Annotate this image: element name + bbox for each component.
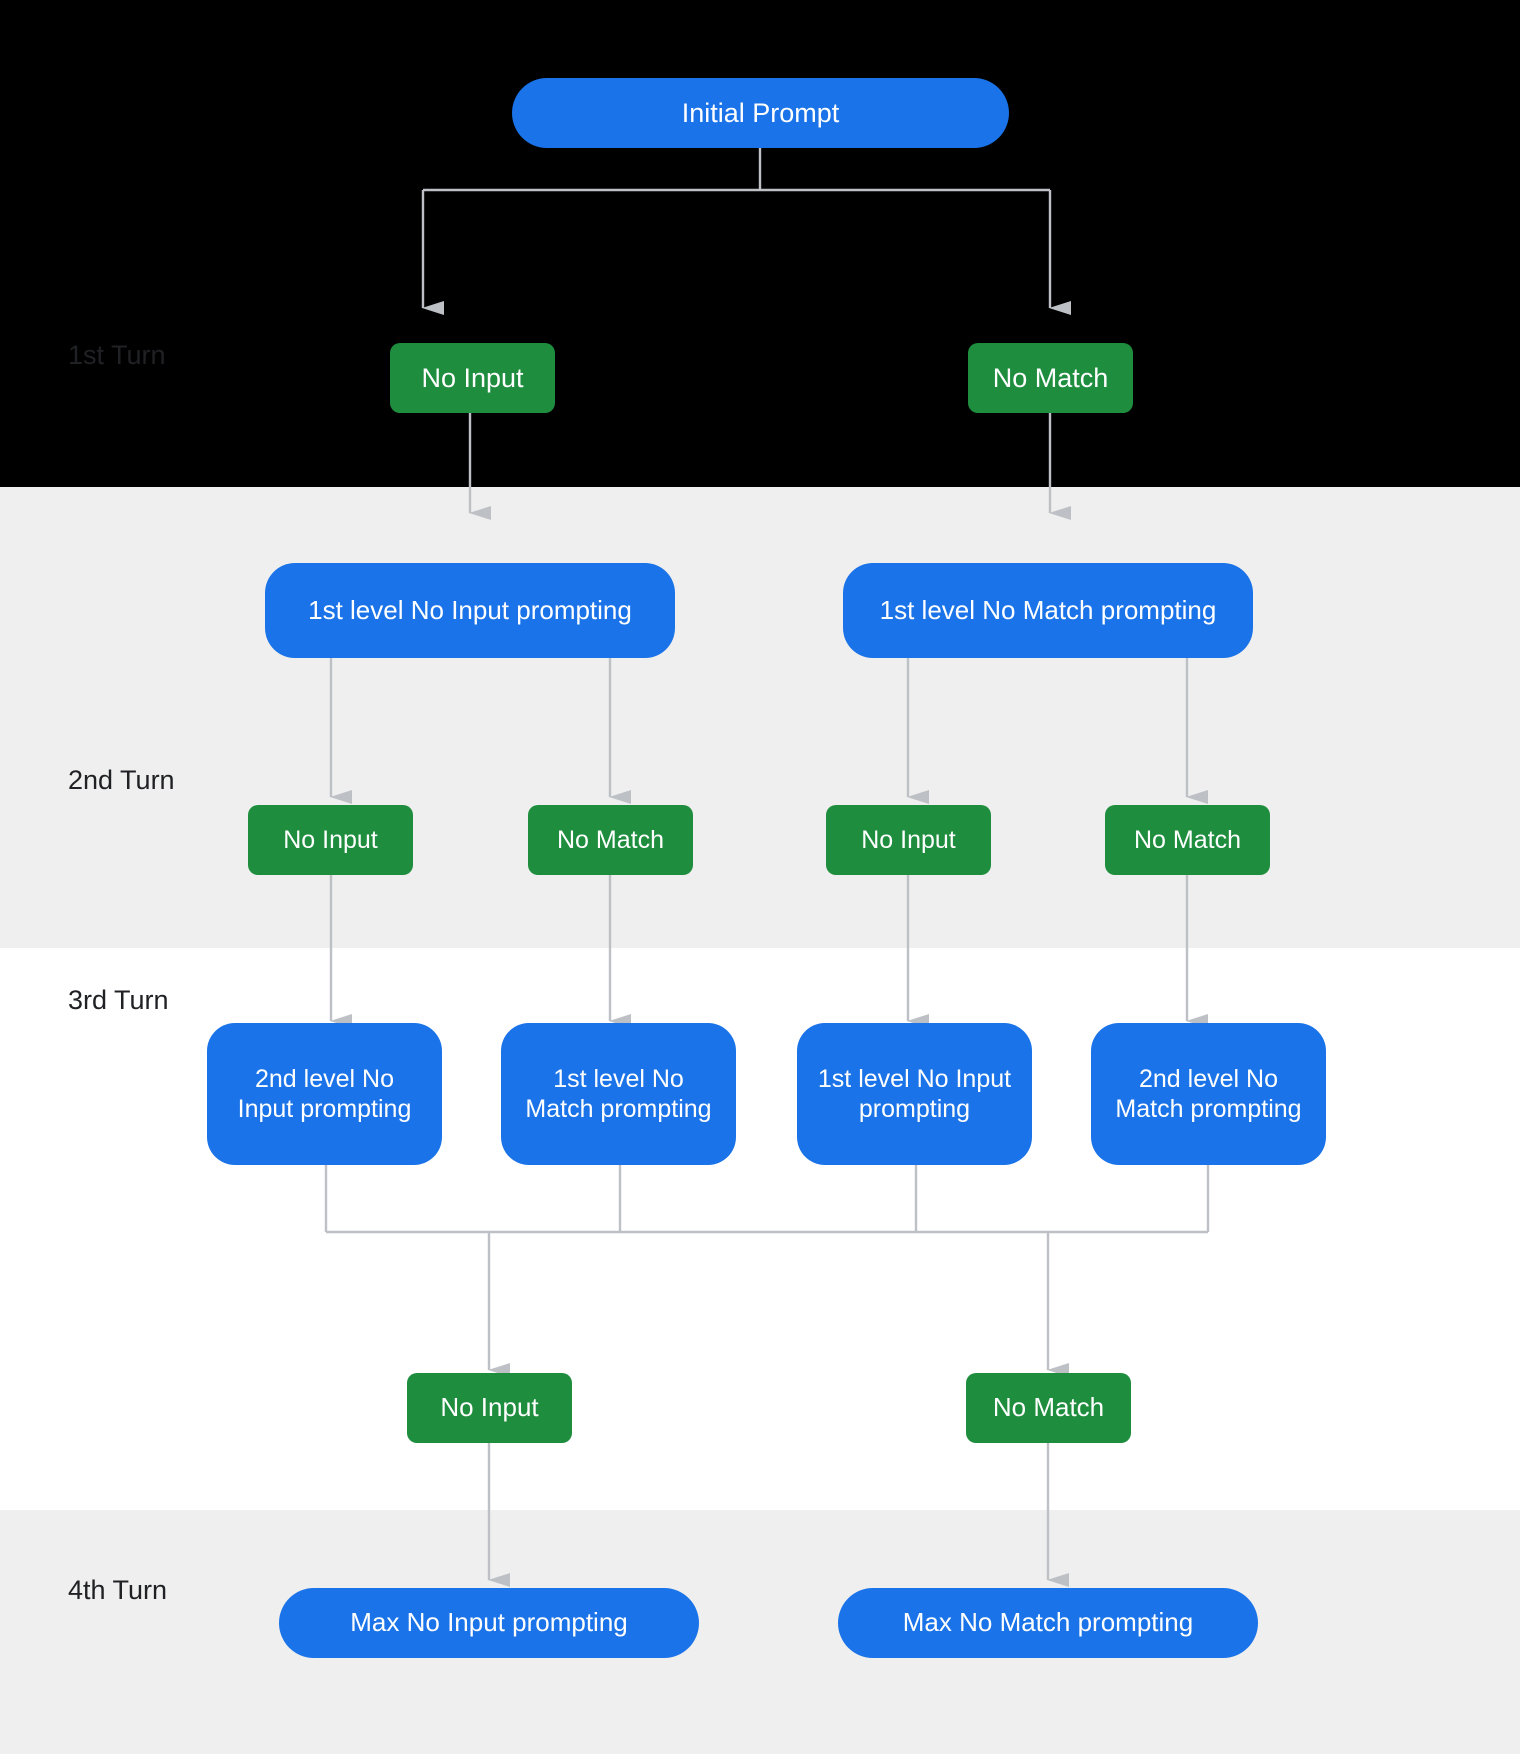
turn-label-4th: 4th Turn bbox=[68, 1575, 168, 1605]
node-1st-turn-no-input[interactable]: No Input bbox=[390, 343, 555, 413]
node-2nd-turn-no-input-b[interactable]: No Input bbox=[826, 805, 991, 875]
turn-label-1st: 1st Turn bbox=[68, 340, 166, 370]
node-2nd-turn-no-match-a[interactable]: No Match bbox=[528, 805, 693, 875]
turn-label-3rd: 3rd Turn bbox=[68, 985, 169, 1015]
node-3rd-turn-1st-level-no-input-prompting[interactable]: 1st level No Input prompting bbox=[797, 1023, 1032, 1165]
node-3rd-turn-1st-level-no-match-prompting[interactable]: 1st level No Match prompting bbox=[501, 1023, 736, 1165]
node-3rd-turn-2nd-level-no-match-prompting[interactable]: 2nd level No Match prompting bbox=[1091, 1023, 1326, 1165]
node-4th-turn-max-no-match-prompting[interactable]: Max No Match prompting bbox=[838, 1588, 1258, 1658]
node-2nd-turn-no-input-a[interactable]: No Input bbox=[248, 805, 413, 875]
node-initial-prompt[interactable]: Initial Prompt bbox=[512, 78, 1009, 148]
node-2nd-turn-no-match-b[interactable]: No Match bbox=[1105, 805, 1270, 875]
node-2nd-turn-1st-level-no-match-prompting[interactable]: 1st level No Match prompting bbox=[843, 563, 1253, 658]
node-3rd-turn-no-input[interactable]: No Input bbox=[407, 1373, 572, 1443]
node-3rd-turn-no-match[interactable]: No Match bbox=[966, 1373, 1131, 1443]
node-3rd-turn-2nd-level-no-input-prompting[interactable]: 2nd level No Input prompting bbox=[207, 1023, 442, 1165]
node-4th-turn-max-no-input-prompting[interactable]: Max No Input prompting bbox=[279, 1588, 699, 1658]
node-1st-turn-no-match[interactable]: No Match bbox=[968, 343, 1133, 413]
band-4th-turn bbox=[0, 1510, 1520, 1754]
node-2nd-turn-1st-level-no-input-prompting[interactable]: 1st level No Input prompting bbox=[265, 563, 675, 658]
turn-label-2nd: 2nd Turn bbox=[68, 765, 175, 795]
